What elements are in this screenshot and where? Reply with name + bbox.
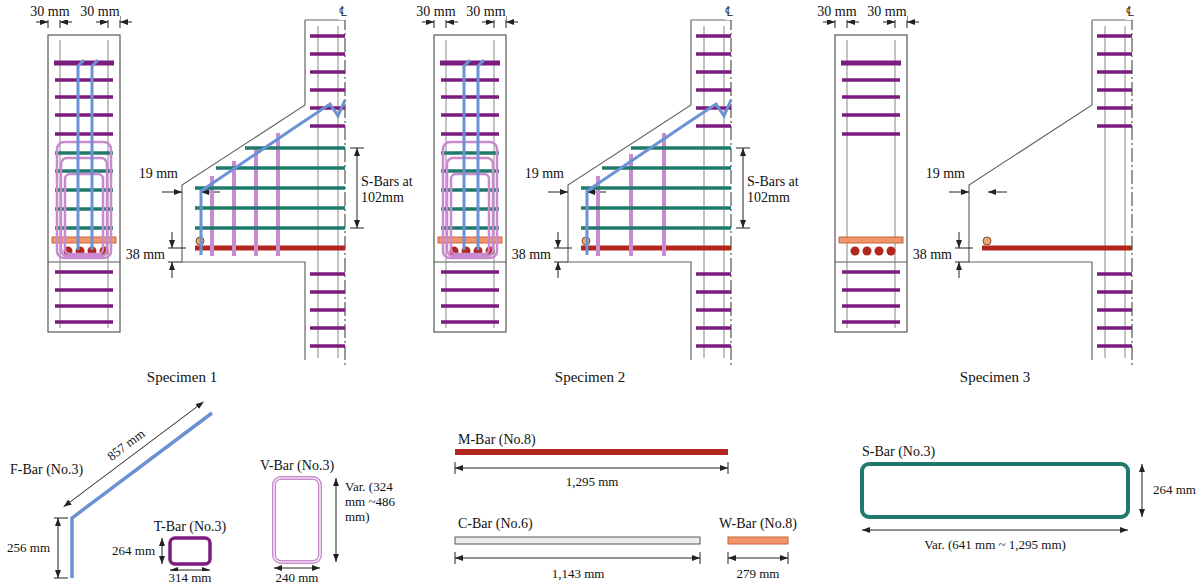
specimen-2-drawing	[422, 16, 750, 366]
dimension-label: S-Bars at 102mm	[361, 174, 425, 206]
bar-name: V-Bar (No.3)	[260, 458, 334, 474]
centerline-symbol: ℄	[725, 4, 733, 20]
dimension-label: 256 mm	[7, 541, 50, 556]
section-bars	[55, 60, 113, 258]
dimension-label: 30 mm	[30, 4, 69, 20]
elevation	[949, 16, 1132, 366]
dimension-label: 19 mm	[926, 166, 965, 182]
centerline-symbol: ℄	[339, 4, 347, 20]
centerline-symbol: ℄	[1126, 4, 1134, 20]
dimension-label: 314 mm	[169, 571, 212, 586]
dimension-label: 19 mm	[525, 166, 564, 182]
section-bars	[441, 60, 499, 258]
bar-name: F-Bar (No.3)	[10, 462, 83, 478]
dimension-label: 1,143 mm	[552, 567, 605, 582]
specimen-title: Specimen 1	[147, 369, 217, 386]
specimen-title: Specimen 2	[555, 369, 625, 386]
bar-name: W-Bar (No.8)	[719, 516, 797, 532]
dimension-label: 30 mm	[867, 4, 906, 20]
cross-section	[36, 16, 132, 332]
dimension-label: 857 mm	[104, 426, 147, 464]
cross-section	[823, 16, 919, 332]
v-bar-detail	[274, 478, 336, 568]
dimension-label: 38 mm	[512, 247, 551, 263]
f-bar-detail	[54, 402, 212, 578]
dimension-label: Var. (324 mm ~486 mm)	[345, 480, 407, 525]
elevation	[162, 16, 345, 366]
t-bar-detail	[162, 538, 210, 570]
elevation	[548, 16, 731, 366]
dimension-label: 1,295 mm	[566, 475, 619, 490]
dimension-label: 19 mm	[139, 166, 178, 182]
dimension-label: S-Bars at 102mm	[747, 174, 811, 206]
dimension-label: 30 mm	[80, 4, 119, 20]
specimen-title: Specimen 3	[960, 369, 1030, 386]
dimension-label: 279 mm	[737, 567, 780, 582]
dimension-label: 30 mm	[817, 4, 856, 20]
elevation-bars	[195, 100, 364, 255]
v-bars	[212, 133, 278, 256]
c-bar-detail	[455, 537, 700, 564]
elevation-bars	[581, 100, 750, 255]
bar-name: M-Bar (No.8)	[458, 432, 536, 448]
bar-name: C-Bar (No.6)	[458, 516, 533, 532]
dimension-label: 264 mm	[1153, 483, 1196, 498]
dimension-label: 264 mm	[112, 544, 155, 559]
dimension-label: 38 mm	[913, 247, 952, 263]
bar-name: T-Bar (No.3)	[154, 519, 227, 535]
v-bars	[598, 133, 664, 256]
dimension-label: 30 mm	[416, 4, 455, 20]
specimen-3-drawing	[823, 16, 1132, 366]
s-bar-detail	[862, 464, 1142, 530]
dimension-label: 30 mm	[466, 4, 505, 20]
w-bar-detail	[728, 537, 788, 564]
cross-section	[422, 16, 518, 332]
bar-name: S-Bar (No.3)	[862, 444, 935, 460]
dimension-label: 240 mm	[276, 571, 319, 586]
dimension-label: Var. (641 mm ~ 1,295 mm)	[924, 538, 1066, 553]
specimen-1-drawing	[36, 16, 364, 366]
dimension-label: 38 mm	[126, 247, 165, 263]
m-bar-detail	[455, 452, 728, 474]
